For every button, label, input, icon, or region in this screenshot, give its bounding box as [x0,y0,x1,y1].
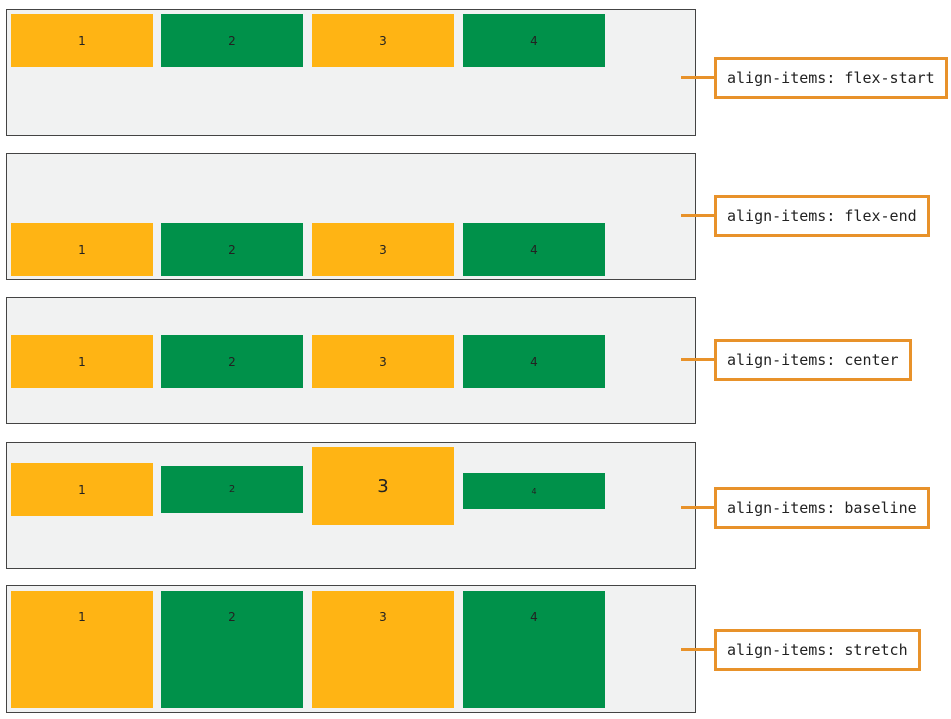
align-items-label: align-items: baseline [714,487,930,529]
align-items-label: align-items: center [714,339,912,381]
flex-item-4: 4 [463,591,605,708]
flex-container: 1 2 3 4 [6,9,696,136]
flex-item-2: 2 [161,591,303,708]
flex-item-4: 4 [463,14,605,67]
connector-line [681,76,715,79]
flex-item-4: 4 [463,335,605,388]
align-items-label: align-items: flex-end [714,195,930,237]
flex-item-3: 3 [312,591,454,708]
flex-item-4: 4 [463,223,605,276]
flex-item-2: 2 [161,335,303,388]
flex-item-3: 3 [312,447,454,525]
flex-container: 1 2 3 4 [6,297,696,424]
connector-line [681,214,715,217]
flex-item-1: 1 [11,223,153,276]
flex-item-2: 2 [161,466,303,513]
flex-item-1: 1 [11,335,153,388]
flex-item-3: 3 [312,335,454,388]
flex-item-4: 4 [463,473,605,509]
flex-item-2: 2 [161,223,303,276]
flex-container: 1 2 3 4 [6,585,696,713]
flex-item-3: 3 [312,14,454,67]
flex-container: 1 2 3 4 [6,442,696,569]
flex-container: 1 2 3 4 [6,153,696,280]
flex-item-1: 1 [11,14,153,67]
flex-item-1: 1 [11,591,153,708]
flex-item-2: 2 [161,14,303,67]
flex-item-1: 1 [11,463,153,516]
connector-line [681,506,715,509]
connector-line [681,648,715,651]
align-items-label: align-items: flex-start [714,57,948,99]
align-items-label: align-items: stretch [714,629,921,671]
connector-line [681,358,715,361]
flex-item-3: 3 [312,223,454,276]
